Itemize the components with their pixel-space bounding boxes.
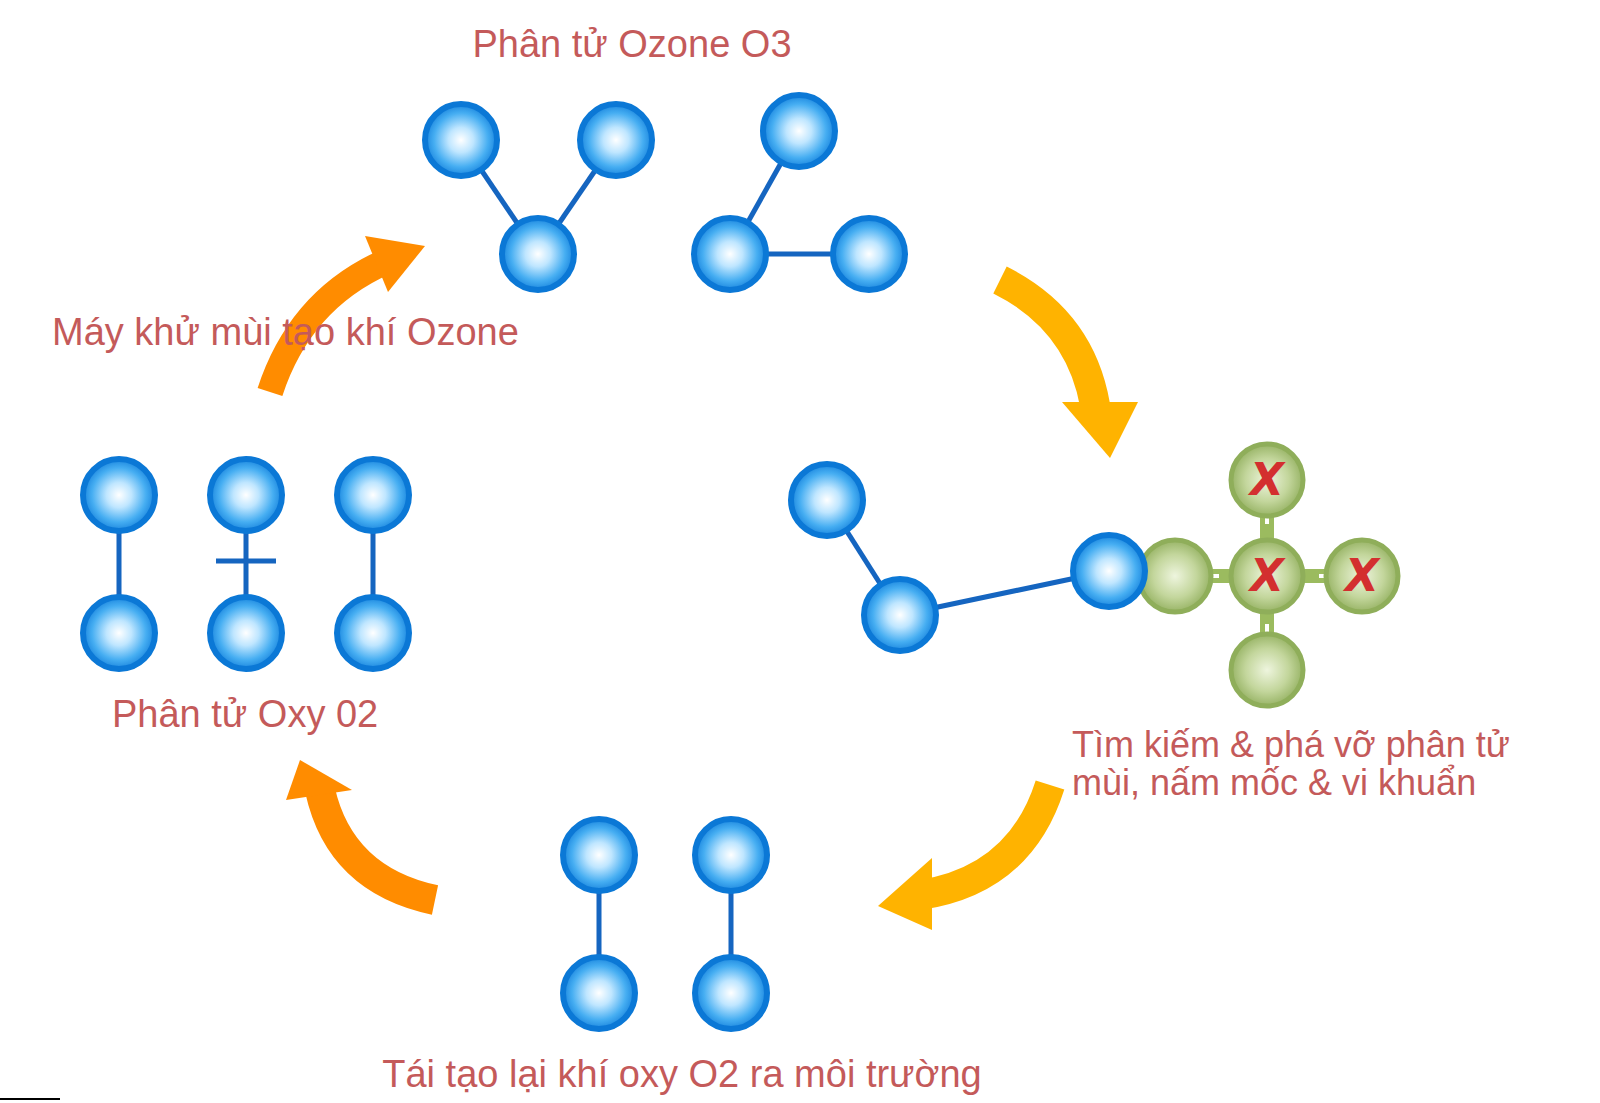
oxygen-atoms — [83, 95, 1145, 1029]
process-caption: Tái tạo lại khí oxy O2 ra môi trường — [382, 1054, 981, 1094]
process-caption: Tìm kiếm & phá vỡ phân tử mùi, nấm mốc &… — [1072, 726, 1572, 802]
cross-mark: X — [1250, 458, 1284, 502]
cross-mark: X — [1345, 554, 1379, 598]
molecule-caption: Phân tử Ozone O3 — [472, 24, 791, 64]
bonds — [119, 131, 1109, 993]
arrow-head — [1062, 402, 1138, 458]
arrow-head — [878, 858, 932, 930]
arrow-head — [286, 760, 352, 800]
arrow-head — [365, 236, 425, 292]
cross-mark: X — [1250, 554, 1284, 598]
odor-molecule — [1139, 444, 1398, 706]
arrow-body — [920, 785, 1050, 895]
molecule-caption: Phân tử Oxy 02 — [112, 694, 378, 734]
process-caption: Máy khử mùi tạo khí Ozone — [52, 312, 519, 352]
arrow-body — [1000, 280, 1095, 405]
corner-mark — [0, 1098, 60, 1100]
arrow-body — [320, 790, 435, 900]
